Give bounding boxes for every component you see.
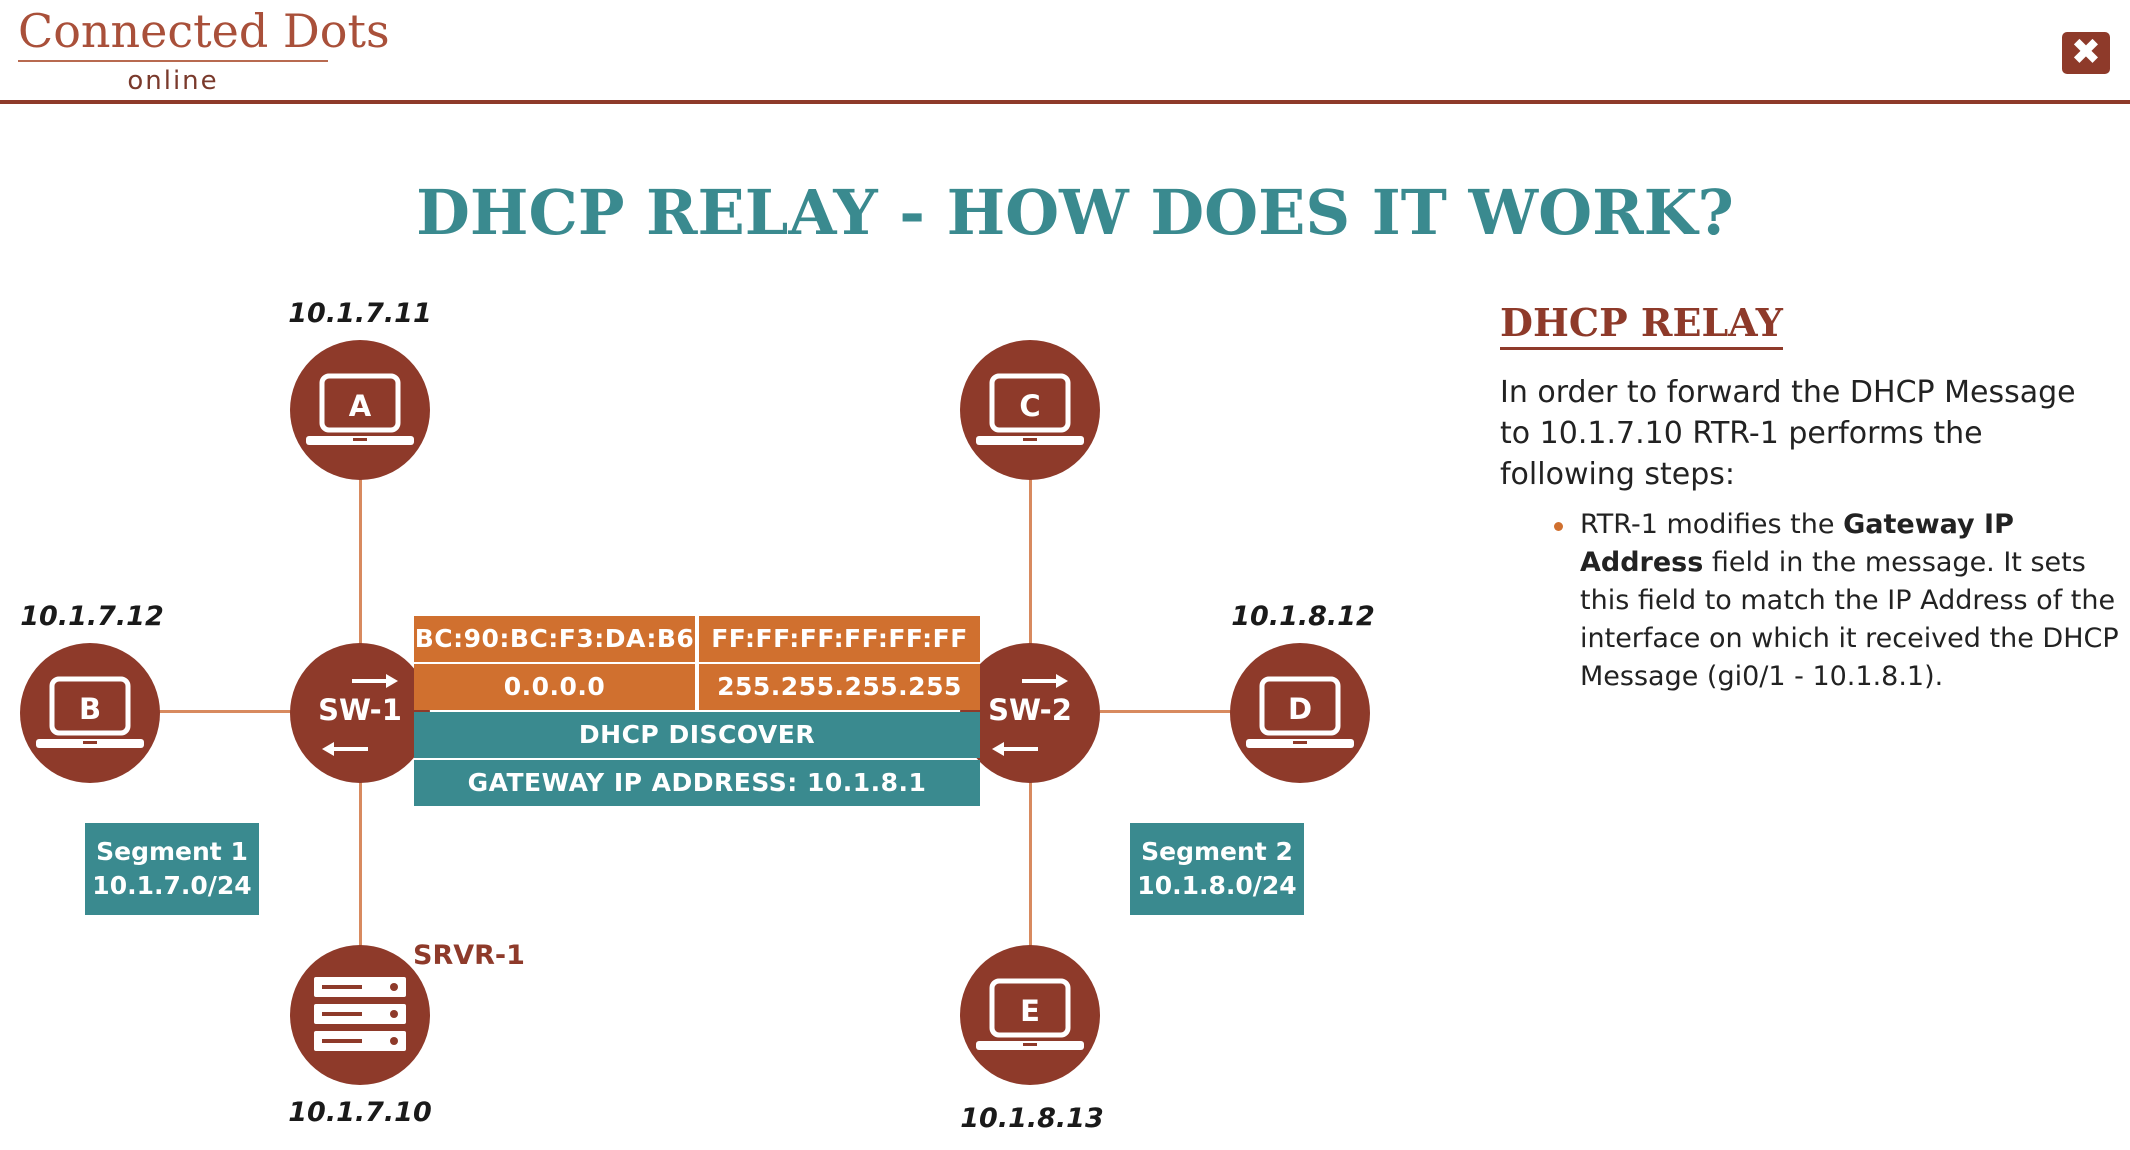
laptop-icon: D xyxy=(1246,676,1354,748)
packet-gateway: GATEWAY IP ADDRESS: 10.1.8.1 xyxy=(414,760,980,806)
server-srvr-1[interactable] xyxy=(290,945,430,1085)
ip-srvr: 10.1.7.10 xyxy=(288,1097,432,1128)
segment-2-label: Segment 2 10.1.8.0/24 xyxy=(1130,823,1304,915)
switch-sw-2[interactable]: SW-2 xyxy=(960,643,1100,783)
laptop-icon: A xyxy=(306,373,414,445)
ip-a: 10.1.7.11 xyxy=(288,298,432,329)
link-c-sw2 xyxy=(1029,408,1032,644)
logo-subtext: online xyxy=(127,66,219,96)
link-a-sw1 xyxy=(359,408,362,644)
host-d[interactable]: D xyxy=(1230,643,1370,783)
link-sw2-d xyxy=(1100,710,1232,713)
host-d-label: D xyxy=(1288,692,1312,726)
segment-1-net: 10.1.7.0/24 xyxy=(92,871,252,900)
side-bullet: RTR-1 modifies the Gateway IP Address fi… xyxy=(1580,506,2120,696)
link-b-sw1 xyxy=(156,710,292,713)
host-e[interactable]: E xyxy=(960,945,1100,1085)
segment-2-name: Segment 2 xyxy=(1141,837,1293,866)
host-a[interactable]: A xyxy=(290,340,430,480)
link-sw2-e xyxy=(1029,780,1032,950)
logo-text: Connected Dots xyxy=(18,4,390,58)
switch-sw-1-label: SW-1 xyxy=(318,693,402,727)
host-a-label: A xyxy=(349,389,372,423)
bullet-pre: RTR-1 modifies the xyxy=(1580,509,1844,540)
segment-1-label: Segment 1 10.1.7.0/24 xyxy=(85,823,259,915)
packet-type: DHCP DISCOVER xyxy=(414,712,980,758)
host-b[interactable]: B xyxy=(20,643,160,783)
bullet-bold: Gateway IP Address xyxy=(1580,509,2014,578)
logo-divider xyxy=(18,60,328,62)
laptop-icon: B xyxy=(36,676,144,748)
laptop-icon: E xyxy=(976,978,1084,1050)
close-button[interactable]: ✖ xyxy=(2062,32,2110,74)
switch-sw-2-label: SW-2 xyxy=(988,693,1072,727)
laptop-icon: C xyxy=(976,373,1084,445)
switch-arrows-icon xyxy=(992,674,1068,756)
packet-src-ip: 0.0.0.0 xyxy=(414,664,695,710)
segment-1-name: Segment 1 xyxy=(96,837,248,866)
host-b-label: B xyxy=(79,692,101,726)
side-title: DHCP RELAY xyxy=(1500,300,1783,350)
host-c-label: C xyxy=(1019,389,1040,423)
server-label: SRVR-1 xyxy=(413,940,525,971)
segment-2-net: 10.1.8.0/24 xyxy=(1137,871,1297,900)
switch-sw-1[interactable]: SW-1 xyxy=(290,643,430,783)
packet-dst-mac: FF:FF:FF:FF:FF:FF xyxy=(699,616,980,662)
packet-src-mac: BC:90:BC:F3:DA:B6 xyxy=(414,616,695,662)
ip-d: 10.1.8.12 xyxy=(1231,601,1375,632)
server-icon xyxy=(314,977,406,1051)
link-sw1-srvr xyxy=(359,780,362,950)
ip-b: 10.1.7.12 xyxy=(20,601,164,632)
host-e-label: E xyxy=(1020,994,1040,1028)
logo[interactable]: Connected Dots online xyxy=(18,4,390,96)
switch-arrows-icon xyxy=(322,674,398,756)
bullet-icon xyxy=(1554,522,1563,531)
host-c[interactable]: C xyxy=(960,340,1100,480)
packet-dst-ip: 255.255.255.255 xyxy=(699,664,980,710)
page-title: DHCP RELAY - HOW DOES IT WORK? xyxy=(416,176,1734,249)
side-intro: In order to forward the DHCP Message to … xyxy=(1500,375,2076,492)
ip-e: 10.1.8.13 xyxy=(960,1103,1104,1134)
bullet-post: field in the message. It sets this field… xyxy=(1580,547,2119,692)
header: Connected Dots online ✖ xyxy=(0,0,2130,104)
